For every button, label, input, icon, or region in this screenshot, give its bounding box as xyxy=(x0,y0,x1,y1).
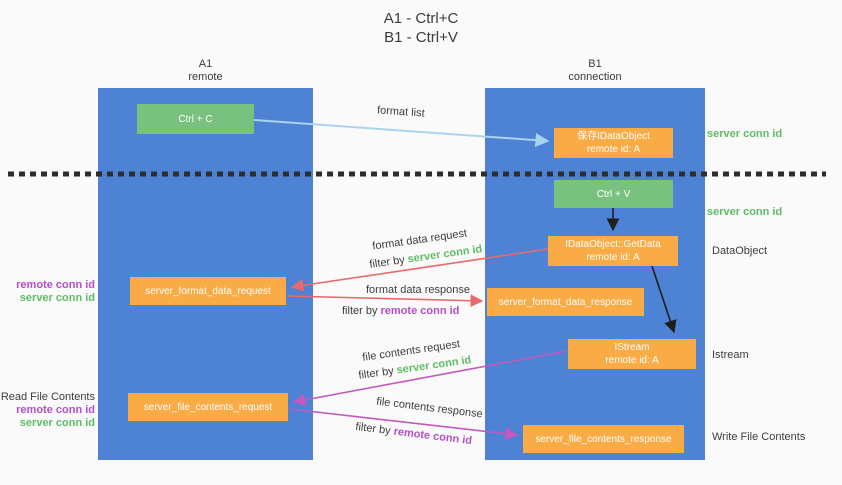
node-format-response-label: server_format_data_response xyxy=(498,296,633,308)
diagram-title: A1 - Ctrl+C B1 - Ctrl+V xyxy=(0,9,842,47)
node-istream-line1: IStream xyxy=(614,342,650,353)
lane-header-a1: A1 remote xyxy=(98,58,313,84)
filter-by-text: filter by xyxy=(357,365,395,382)
format-data-response-arrow xyxy=(286,294,484,308)
lane-header-b1: B1 connection xyxy=(485,58,705,84)
remote-conn-id-text: remote conn id xyxy=(380,305,460,317)
node-server-file-contents-response: server_file_contents_response xyxy=(523,425,684,453)
node-server-file-contents-request: server_file_contents_request xyxy=(128,393,288,421)
annotation-remote-conn-id-1: remote conn id xyxy=(16,279,95,291)
node-server-format-data-request: server_format_data_request xyxy=(130,277,286,305)
filter-by-text: filter by xyxy=(354,420,392,438)
remote-conn-id-text: remote conn id xyxy=(392,425,473,448)
node-istream: IStream remote id: A xyxy=(568,339,696,369)
node-istream-line2: remote id: A xyxy=(605,355,659,366)
title-line-2: B1 - Ctrl+V xyxy=(384,29,458,46)
edge-label-filter-remote-1: filter by remote conn id xyxy=(342,305,459,317)
node-getdata-line2: remote id: A xyxy=(586,252,640,263)
annotation-server-conn-id-1: server conn id xyxy=(19,292,95,304)
edge-label-format-list: format list xyxy=(376,104,426,120)
node-save-idataobject: 保存IDataObject remote id: A xyxy=(554,128,673,158)
annotation-istream: Istream xyxy=(712,349,749,361)
edge-label-filter-remote-2: filter by remote conn id xyxy=(355,421,473,447)
annotation-server-conn-id-2: server conn id xyxy=(19,417,95,429)
server-conn-id-text: server conn id xyxy=(406,243,484,266)
node-format-request-label: server_format_data_request xyxy=(145,285,271,297)
annotation-read-file-contents: Read File Contents xyxy=(0,391,95,403)
node-file-response-label: server_file_contents_response xyxy=(535,433,672,445)
annotation-read-file-contents-block: Read File Contents remote conn id server… xyxy=(0,391,95,430)
lane-a1-name: A1 xyxy=(198,58,213,70)
annotation-server-conn-id-mid: server conn id xyxy=(707,206,783,218)
lane-b1-name: B1 xyxy=(588,58,602,70)
node-file-request-label: server_file_contents_request xyxy=(143,401,273,413)
annotation-conn-ids-format: remote conn id server conn id xyxy=(0,279,95,305)
lane-b1-role: connection xyxy=(568,71,622,83)
node-save-idataobject-line2: remote id: A xyxy=(586,144,641,155)
annotation-dataobject: DataObject xyxy=(712,245,768,257)
node-ctrl-v: Ctrl + V xyxy=(554,180,673,208)
filter-by-text: filter by xyxy=(368,254,406,271)
annotation-server-conn-id-top: server conn id xyxy=(707,128,783,140)
filter-by-text: filter by xyxy=(342,305,378,317)
annotation-write-file-contents: Write File Contents xyxy=(712,431,806,443)
annotation-remote-conn-id-2: remote conn id xyxy=(16,404,95,416)
lane-a1-role: remote xyxy=(188,71,223,83)
edge-label-file-contents-response: file contents response xyxy=(375,395,484,421)
edge-label-format-data-response: format data response xyxy=(366,284,470,296)
node-getdata-line1: IDataObject::GetData xyxy=(565,239,661,250)
node-idataobject-getdata: IDataObject::GetData remote id: A xyxy=(548,236,678,266)
node-ctrl-c-label: Ctrl + C xyxy=(178,113,213,125)
node-ctrl-c: Ctrl + C xyxy=(137,104,254,134)
node-server-format-data-response: server_format_data_response xyxy=(487,288,644,316)
node-ctrl-v-label: Ctrl + V xyxy=(596,188,631,200)
node-save-idataobject-line1: 保存IDataObject xyxy=(577,131,650,142)
title-line-1: A1 - Ctrl+C xyxy=(383,10,459,27)
